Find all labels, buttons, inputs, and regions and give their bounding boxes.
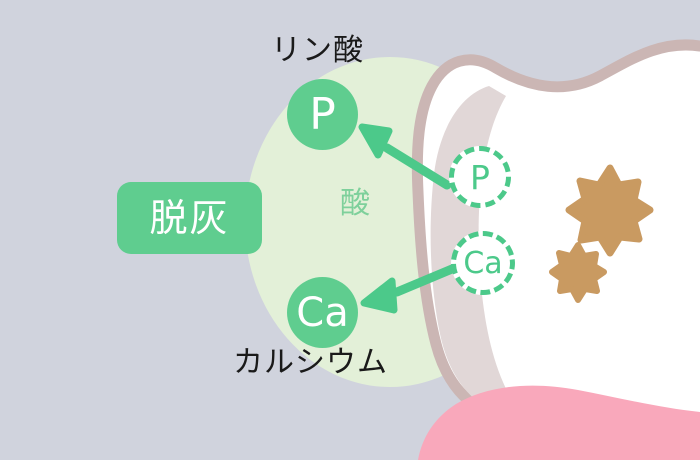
calcium-release-arrow bbox=[360, 264, 457, 314]
phosphate-release-arrow bbox=[358, 123, 452, 190]
calcium-label: カルシウム bbox=[233, 345, 388, 380]
phosphate-ion-free: P bbox=[287, 79, 358, 150]
calcium-ion-bound-symbol: Ca bbox=[463, 245, 503, 281]
calcium-ion-free-symbol: Ca bbox=[296, 289, 349, 336]
tooth-outline bbox=[411, 39, 700, 424]
plaque-particle-large bbox=[565, 164, 654, 257]
phosphate-ion-free-symbol: P bbox=[309, 89, 336, 140]
plaque-particle-small bbox=[549, 242, 607, 303]
acid-label: 酸 bbox=[340, 186, 371, 221]
demineralization-badge: 脱灰 bbox=[117, 182, 262, 254]
phosphate-label: リン酸 bbox=[271, 33, 364, 68]
gum bbox=[418, 385, 700, 460]
calcium-ion-bound: Ca bbox=[451, 231, 515, 295]
calcium-ion-free: Ca bbox=[287, 277, 358, 348]
demineralization-badge-label: 脱灰 bbox=[149, 196, 230, 240]
phosphate-ion-bound-symbol: P bbox=[470, 157, 490, 197]
phosphate-ion-bound: P bbox=[449, 146, 511, 208]
